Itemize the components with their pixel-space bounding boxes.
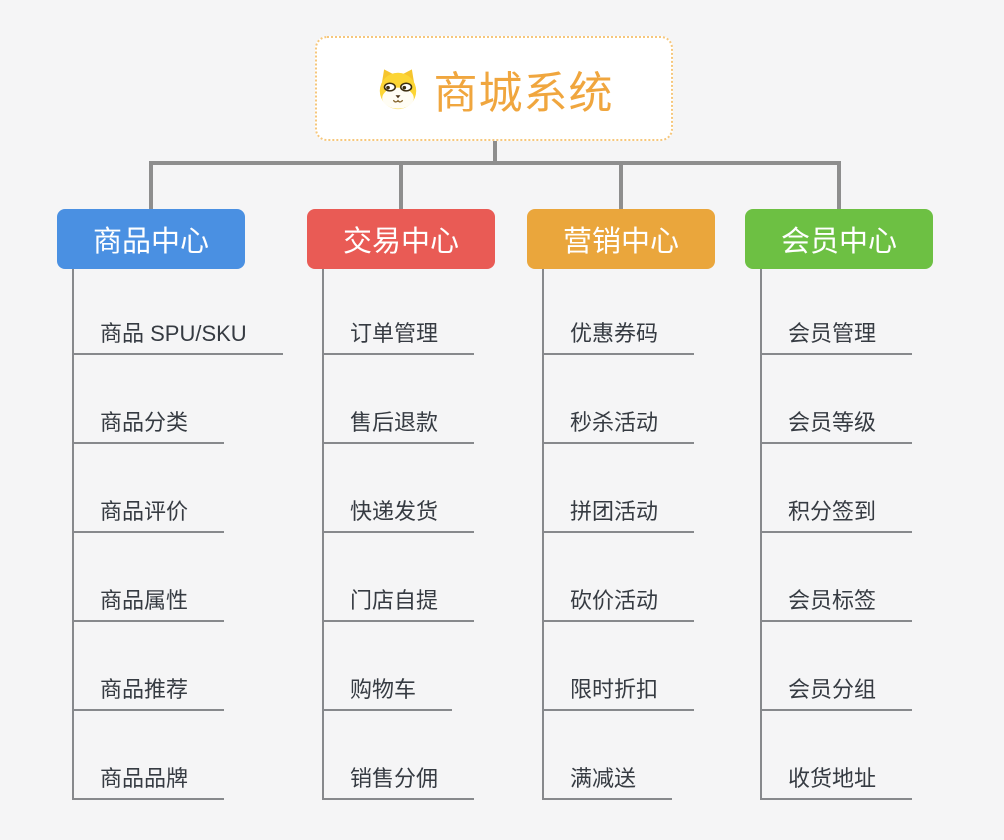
child-topic[interactable]: 商品评价 — [74, 444, 225, 533]
branch-trade-center: 交易中心 订单管理 售后退款 快递发货 门店自提 购物车 销售分佣 — [307, 209, 495, 800]
child-topic[interactable]: 满减送 — [544, 711, 673, 800]
child-topic[interactable]: 商品品牌 — [74, 711, 225, 800]
child-topic[interactable]: 会员标签 — [762, 533, 913, 622]
child-topic[interactable]: 商品推荐 — [74, 622, 225, 711]
child-topic[interactable]: 拼团活动 — [544, 444, 695, 533]
child-topic[interactable]: 商品分类 — [74, 355, 225, 444]
branch-children: 商品 SPU/SKU 商品分类 商品评价 商品属性 商品推荐 商品品牌 — [72, 269, 283, 800]
child-topic[interactable]: 限时折扣 — [544, 622, 695, 711]
branch-children: 订单管理 售后退款 快递发货 门店自提 购物车 销售分佣 — [322, 269, 495, 800]
root-node[interactable]: 商城系统 — [315, 36, 673, 141]
child-topic[interactable]: 快递发货 — [324, 444, 475, 533]
child-topic[interactable]: 砍价活动 — [544, 533, 695, 622]
child-topic[interactable]: 订单管理 — [324, 269, 475, 355]
child-topic[interactable]: 销售分佣 — [324, 711, 475, 800]
child-topic[interactable]: 会员管理 — [762, 269, 913, 355]
branch-children: 会员管理 会员等级 积分签到 会员标签 会员分组 收货地址 — [760, 269, 933, 800]
connector-root-stub — [493, 141, 497, 163]
branch-node[interactable]: 交易中心 — [307, 209, 495, 269]
child-topic[interactable]: 收货地址 — [762, 711, 913, 800]
child-topic[interactable]: 秒杀活动 — [544, 355, 695, 444]
child-topic[interactable]: 售后退款 — [324, 355, 475, 444]
branch-node[interactable]: 营销中心 — [527, 209, 715, 269]
connector-drop-2 — [399, 161, 403, 210]
child-topic[interactable]: 会员分组 — [762, 622, 913, 711]
dog-face-icon — [379, 68, 416, 109]
connector-drop-3 — [619, 161, 623, 210]
branch-marketing-center: 营销中心 优惠券码 秒杀活动 拼团活动 砍价活动 限时折扣 满减送 — [527, 209, 715, 800]
branch-children: 优惠券码 秒杀活动 拼团活动 砍价活动 限时折扣 满减送 — [542, 269, 715, 800]
branch-node[interactable]: 会员中心 — [745, 209, 933, 269]
connector-drop-1 — [149, 161, 153, 210]
root-title: 商城系统 — [433, 68, 614, 118]
branch-label: 商品中心 — [92, 226, 209, 258]
child-topic[interactable]: 商品属性 — [74, 533, 225, 622]
branch-label: 交易中心 — [342, 226, 459, 258]
branch-label: 会员中心 — [780, 226, 897, 258]
branch-product-center: 商品中心 商品 SPU/SKU 商品分类 商品评价 商品属性 商品推荐 商品品牌 — [57, 209, 283, 800]
branch-label: 营销中心 — [562, 226, 679, 258]
connector-horizontal — [149, 161, 841, 165]
child-topic[interactable]: 优惠券码 — [544, 269, 695, 355]
child-topic[interactable]: 商品 SPU/SKU — [74, 269, 283, 355]
branch-member-center: 会员中心 会员管理 会员等级 积分签到 会员标签 会员分组 收货地址 — [745, 209, 933, 800]
child-topic[interactable]: 门店自提 — [324, 533, 475, 622]
child-topic[interactable]: 购物车 — [324, 622, 453, 711]
child-topic[interactable]: 会员等级 — [762, 355, 913, 444]
connector-drop-4 — [837, 161, 841, 210]
child-topic[interactable]: 积分签到 — [762, 444, 913, 533]
branch-node[interactable]: 商品中心 — [57, 209, 245, 269]
